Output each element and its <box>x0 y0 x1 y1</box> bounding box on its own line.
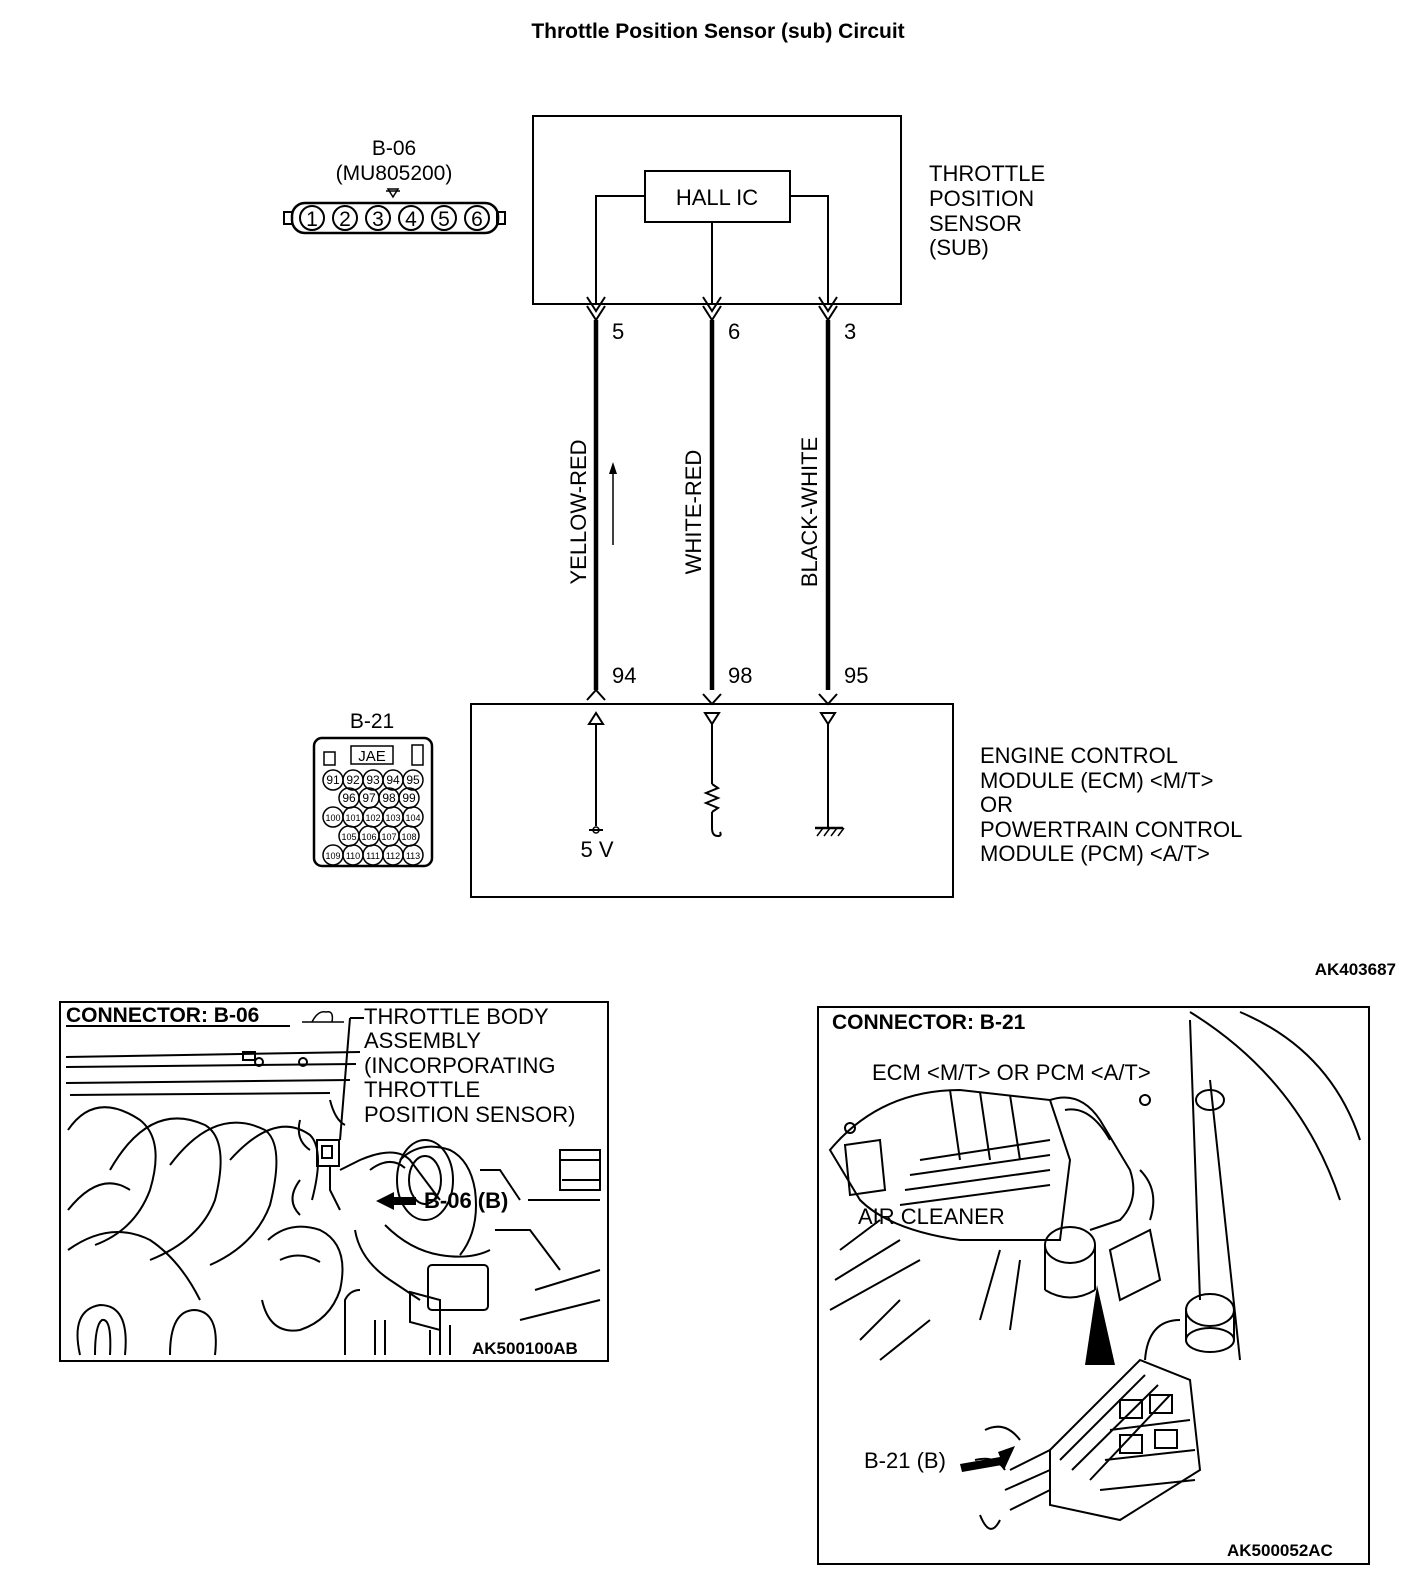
engine-illustration <box>65 1051 601 1356</box>
module-terminals <box>586 688 838 706</box>
panel-right-heading: CONNECTOR: B-21 <box>832 1011 1026 1034</box>
b21-pin-number: 103 <box>385 813 400 823</box>
b06-pin-number: 2 <box>339 208 351 231</box>
b21-pin-number: 98 <box>382 791 396 805</box>
b06-pin-circle <box>365 205 391 231</box>
module-label-1: ENGINE CONTROL <box>980 743 1178 768</box>
sensor-label-3: SENSOR <box>929 211 1022 236</box>
panel-left: CONNECTOR: B-06 THROTTLE BODY ASSEMBLY (… <box>59 1001 609 1362</box>
connector-b21-name: B-21 <box>350 710 394 733</box>
wire-label-white-red: WHITE-RED <box>681 450 706 575</box>
b21-pin-number: 96 <box>342 791 356 805</box>
sensor-label-4: (SUB) <box>929 235 989 260</box>
panel-left-desc-2: ASSEMBLY <box>364 1028 481 1053</box>
callout-arrow-b06 <box>376 1192 416 1210</box>
b21-pin-number: 97 <box>362 791 376 805</box>
supply-voltage-label: 5 V <box>580 837 613 862</box>
b21-pin-circle <box>402 844 424 866</box>
module-box: 5 V <box>470 703 954 898</box>
b21-pin-number: 95 <box>406 773 420 787</box>
b21-pin-circle <box>402 769 424 791</box>
b06-pin-number: 5 <box>438 208 450 231</box>
wire-label-yellow-red: YELLOW-RED <box>566 439 591 584</box>
b21-pin-number: 101 <box>345 813 360 823</box>
b21-pin-number: 93 <box>366 773 380 787</box>
b21-pin-number: 91 <box>326 773 340 787</box>
module-pin-95: 95 <box>844 663 868 688</box>
sensor-label-2: POSITION <box>929 186 1034 211</box>
panel-left-desc-1: THROTTLE BODY <box>364 1004 549 1029</box>
panel-right-air-label: AIR CLEANER <box>858 1204 1005 1229</box>
panel-left-callout: B-06 (B) <box>424 1188 508 1213</box>
panel-left-desc-3: (INCORPORATING <box>364 1053 555 1078</box>
b21-pin-number: 107 <box>381 832 396 842</box>
module-label-5: MODULE (PCM) <A/T> <box>980 841 1210 866</box>
b21-pin-number: 92 <box>346 773 360 787</box>
b06-pin-number: 3 <box>372 208 384 231</box>
b21-pin-number: 109 <box>325 851 340 861</box>
b06-pin-number: 6 <box>471 208 483 231</box>
sensor-pin-6: 6 <box>728 319 740 344</box>
module-pin-98: 98 <box>728 663 752 688</box>
b06-pin-number: 1 <box>306 208 318 231</box>
b21-pin-number: 104 <box>405 813 420 823</box>
b06-pin-number: 4 <box>405 208 417 231</box>
b06-pin-circle <box>299 205 325 231</box>
b21-pin-number: 112 <box>386 851 400 861</box>
b21-pin-number: 110 <box>346 851 360 861</box>
panel-left-desc-4: THROTTLE <box>364 1077 480 1102</box>
module-label: ENGINE CONTROL MODULE (ECM) <M/T> OR POW… <box>980 743 1242 866</box>
panel-right: CONNECTOR: B-21 ECM <M/T> OR PCM <A/T> A… <box>817 1006 1370 1565</box>
module-label-2: MODULE (ECM) <M/T> <box>980 768 1213 793</box>
b06-pin-circle <box>398 205 424 231</box>
sensor-pin-3: 3 <box>844 319 856 344</box>
module-label-4: POWERTRAIN CONTROL <box>980 817 1242 842</box>
b06-pin-circle <box>464 205 490 231</box>
sensor-label-1: THROTTLE <box>929 161 1045 186</box>
figure-code: AK403687 <box>1315 960 1396 979</box>
panel-left-desc-5: POSITION SENSOR) <box>364 1102 575 1127</box>
b21-pin-number: 105 <box>341 832 356 842</box>
callout-arrow-b21 <box>960 1446 1015 1472</box>
connector-b21-brand: JAE <box>358 748 386 765</box>
wire-label-black-white: BLACK-WHITE <box>797 437 822 587</box>
hall-ic-label: HALL IC <box>676 185 758 210</box>
b21-pin-number: 94 <box>386 773 400 787</box>
b06-pin-circle <box>332 205 358 231</box>
b21-pin-number: 100 <box>325 813 340 823</box>
b21-pin-number: 99 <box>402 791 416 805</box>
wedge-pointer <box>1085 1285 1115 1365</box>
b21-pin-number: 113 <box>406 851 420 861</box>
panel-left-heading: CONNECTOR: B-06 <box>66 1004 259 1027</box>
sensor-label: THROTTLE POSITION SENSOR (SUB) <box>929 161 1045 260</box>
connector-b06-name: B-06 <box>372 137 416 160</box>
connector-b06-part: (MU805200) <box>336 162 453 185</box>
module-label-3: OR <box>980 792 1013 817</box>
harness-wires <box>593 320 831 690</box>
current-direction-arrow <box>609 462 617 545</box>
panel-right-code: AK500052AC <box>1227 1541 1333 1560</box>
module-pin-94: 94 <box>612 663 636 688</box>
panel-left-code: AK500100AB <box>472 1339 578 1358</box>
sensor-box: HALL IC <box>532 115 902 305</box>
diagram-title: Throttle Position Sensor (sub) Circuit <box>531 20 904 43</box>
engine-bay-illustration <box>828 1011 1361 1530</box>
b21-pin-number: 108 <box>401 832 416 842</box>
panel-right-callout: B-21 (B) <box>864 1448 946 1473</box>
b21-pin-number: 106 <box>361 832 376 842</box>
b21-pin-number: 111 <box>366 851 380 861</box>
b21-pin-number: 102 <box>365 813 380 823</box>
b06-pin-circle <box>431 205 457 231</box>
panel-right-ecm-label: ECM <M/T> OR PCM <A/T> <box>872 1060 1151 1085</box>
sensor-pin-5: 5 <box>612 319 624 344</box>
